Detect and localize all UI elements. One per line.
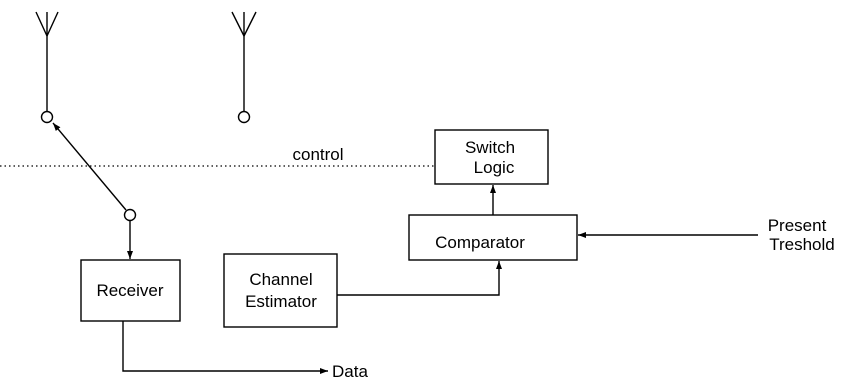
comparator-label: Comparator bbox=[435, 233, 525, 252]
receiver-block: Receiver bbox=[80, 259, 181, 322]
threshold-label-line2: Treshold bbox=[769, 235, 835, 254]
antenna-1-icon bbox=[35, 11, 59, 124]
antenna-switch bbox=[52, 122, 137, 222]
data-output-arrow bbox=[122, 321, 328, 374]
estimator-to-comparator-arrow bbox=[337, 261, 502, 296]
comparator-block: Comparator bbox=[408, 214, 578, 261]
antenna-2-icon bbox=[231, 11, 257, 124]
switch-logic-block: Switch Logic bbox=[434, 129, 549, 185]
threshold-label-line1: Present bbox=[768, 216, 827, 235]
channel-estimator-label-line2: Estimator bbox=[245, 292, 317, 311]
channel-estimator-label-line1: Channel bbox=[249, 270, 312, 289]
channel-estimator-block: Channel Estimator bbox=[223, 253, 338, 328]
receiver-label: Receiver bbox=[96, 281, 163, 300]
control-label: control bbox=[292, 145, 343, 164]
data-label: Data bbox=[332, 362, 368, 379]
switch-logic-label-line1: Switch bbox=[465, 138, 515, 157]
switch-logic-label-line2: Logic bbox=[474, 158, 515, 177]
